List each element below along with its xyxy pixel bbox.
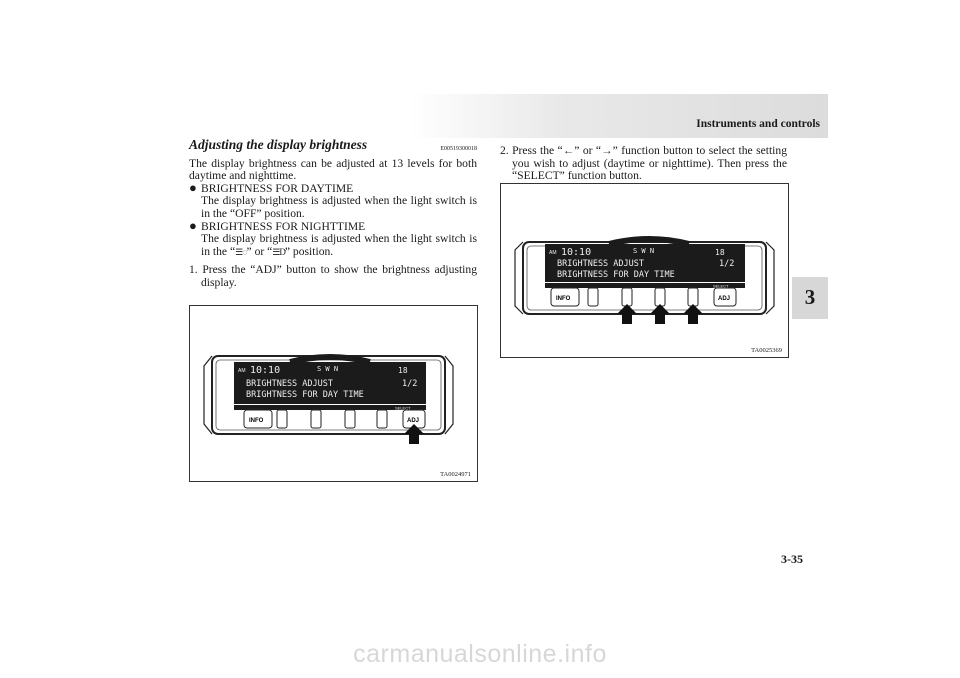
- bullet-icon: ●: [189, 179, 197, 195]
- am-label: AM: [549, 250, 557, 256]
- adj-label: ADJ: [718, 296, 730, 302]
- header-band: [410, 94, 828, 138]
- temperature-readout: 18: [715, 248, 725, 257]
- function-button-4[interactable]: [376, 409, 388, 429]
- bullet-title: BRIGHTNESS FOR NIGHTTIME: [201, 219, 366, 233]
- info-button[interactable]: [243, 409, 273, 429]
- temperature-readout: 18: [398, 366, 408, 375]
- compass-readout: S W N: [633, 247, 654, 255]
- section-code: E00519300018: [440, 146, 477, 152]
- function-button-3[interactable]: [654, 287, 666, 307]
- figure-code: TA0024971: [440, 471, 471, 478]
- clock-readout: 10:10: [561, 247, 591, 258]
- page-number: 3-35: [781, 552, 803, 566]
- select-label: SELECT: [395, 406, 411, 411]
- right-column: 2. Press the “←” or “→” function button …: [500, 144, 787, 183]
- info-label: INFO: [249, 418, 264, 424]
- function-button-1[interactable]: [276, 409, 288, 429]
- up-arrow-icon: [404, 424, 424, 444]
- compass-readout: S W N: [317, 365, 338, 373]
- bullet-nighttime: ● BRIGHTNESS FOR NIGHTTIME The display b…: [189, 217, 477, 259]
- bullet-text: The display brightness is adjusted when …: [201, 232, 477, 258]
- function-button-3[interactable]: [344, 409, 356, 429]
- function-button-2[interactable]: [310, 409, 322, 429]
- function-button-4[interactable]: [687, 287, 699, 307]
- display-line-2: BRIGHTNESS FOR DAY TIME: [246, 390, 364, 400]
- bullet-daytime: ● BRIGHTNESS FOR DAYTIME The display bri…: [189, 179, 477, 221]
- am-label: AM: [238, 368, 246, 374]
- chapter-tab: 3: [792, 277, 828, 319]
- display-panel-illustration: AM 10:10 S W N 18 BRIGHTNESS ADJUST 1/2 …: [514, 236, 775, 324]
- display-line-1: BRIGHTNESS ADJUST: [557, 259, 644, 269]
- clock-readout: 10:10: [250, 365, 280, 376]
- select-label: SELECT: [713, 284, 729, 289]
- watermark: carmanualsonline.info: [353, 640, 607, 668]
- bullet-title: BRIGHTNESS FOR DAYTIME: [201, 181, 354, 195]
- display-page: 1/2: [402, 379, 417, 389]
- headlamp-icon: ☰D: [272, 246, 286, 257]
- position-lamp-icon: ☰◌: [235, 246, 247, 257]
- up-arrow-icon: [617, 304, 637, 324]
- left-column: Adjusting the display brightness E005193…: [189, 137, 477, 290]
- info-button[interactable]: [550, 287, 580, 307]
- adj-button[interactable]: [713, 287, 737, 307]
- header-title: Instruments and controls: [696, 118, 820, 130]
- up-arrow-icon: [650, 304, 670, 324]
- up-arrow-icon: [683, 304, 703, 324]
- step-1: 1. Press the “ADJ” button to show the br…: [189, 263, 477, 289]
- section-heading-text: Adjusting the display brightness: [189, 137, 368, 152]
- intro-paragraph: The display brightness can be adjusted a…: [189, 156, 477, 183]
- step-2: 2. Press the “←” or “→” function button …: [500, 144, 787, 183]
- adj-label: ADJ: [407, 418, 419, 424]
- display-panel-illustration: AM 10:10 S W N 18 BRIGHTNESS ADJUST 1/2 …: [203, 354, 454, 444]
- function-button-2[interactable]: [621, 287, 633, 307]
- bullet-icon: ●: [189, 217, 197, 233]
- figure-adj-button: AM 10:10 S W N 18 BRIGHTNESS ADJUST 1/2 …: [189, 305, 478, 482]
- figure-function-buttons: AM 10:10 S W N 18 BRIGHTNESS ADJUST 1/2 …: [500, 183, 789, 358]
- function-button-1[interactable]: [587, 287, 599, 307]
- figure-code: TA0025369: [751, 347, 782, 354]
- display-page: 1/2: [719, 259, 734, 269]
- display-line-2: BRIGHTNESS FOR DAY TIME: [557, 270, 675, 280]
- section-heading: Adjusting the display brightness E005193…: [189, 137, 477, 152]
- info-label: INFO: [556, 296, 571, 302]
- display-line-1: BRIGHTNESS ADJUST: [246, 379, 333, 389]
- bullet-text: The display brightness is adjusted when …: [201, 194, 477, 220]
- chapter-number: 3: [804, 285, 816, 309]
